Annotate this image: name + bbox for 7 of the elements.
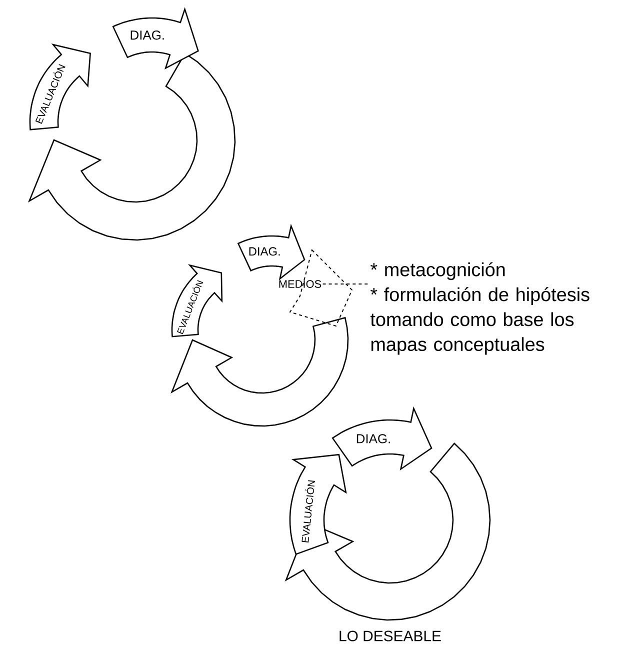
note-text: * metacognición	[370, 262, 505, 280]
note-text: * formulación de hipótesis tomando como base los mapas conceptuales	[370, 287, 590, 355]
arrow-label: DIAG.	[249, 247, 280, 256]
caption: LO DESEABLE	[340, 630, 441, 642]
arrow-label: DIAG.	[356, 434, 390, 444]
arrow-label: DIAG.	[130, 30, 164, 40]
arrow-label: EVALUACIÓN	[302, 480, 315, 542]
